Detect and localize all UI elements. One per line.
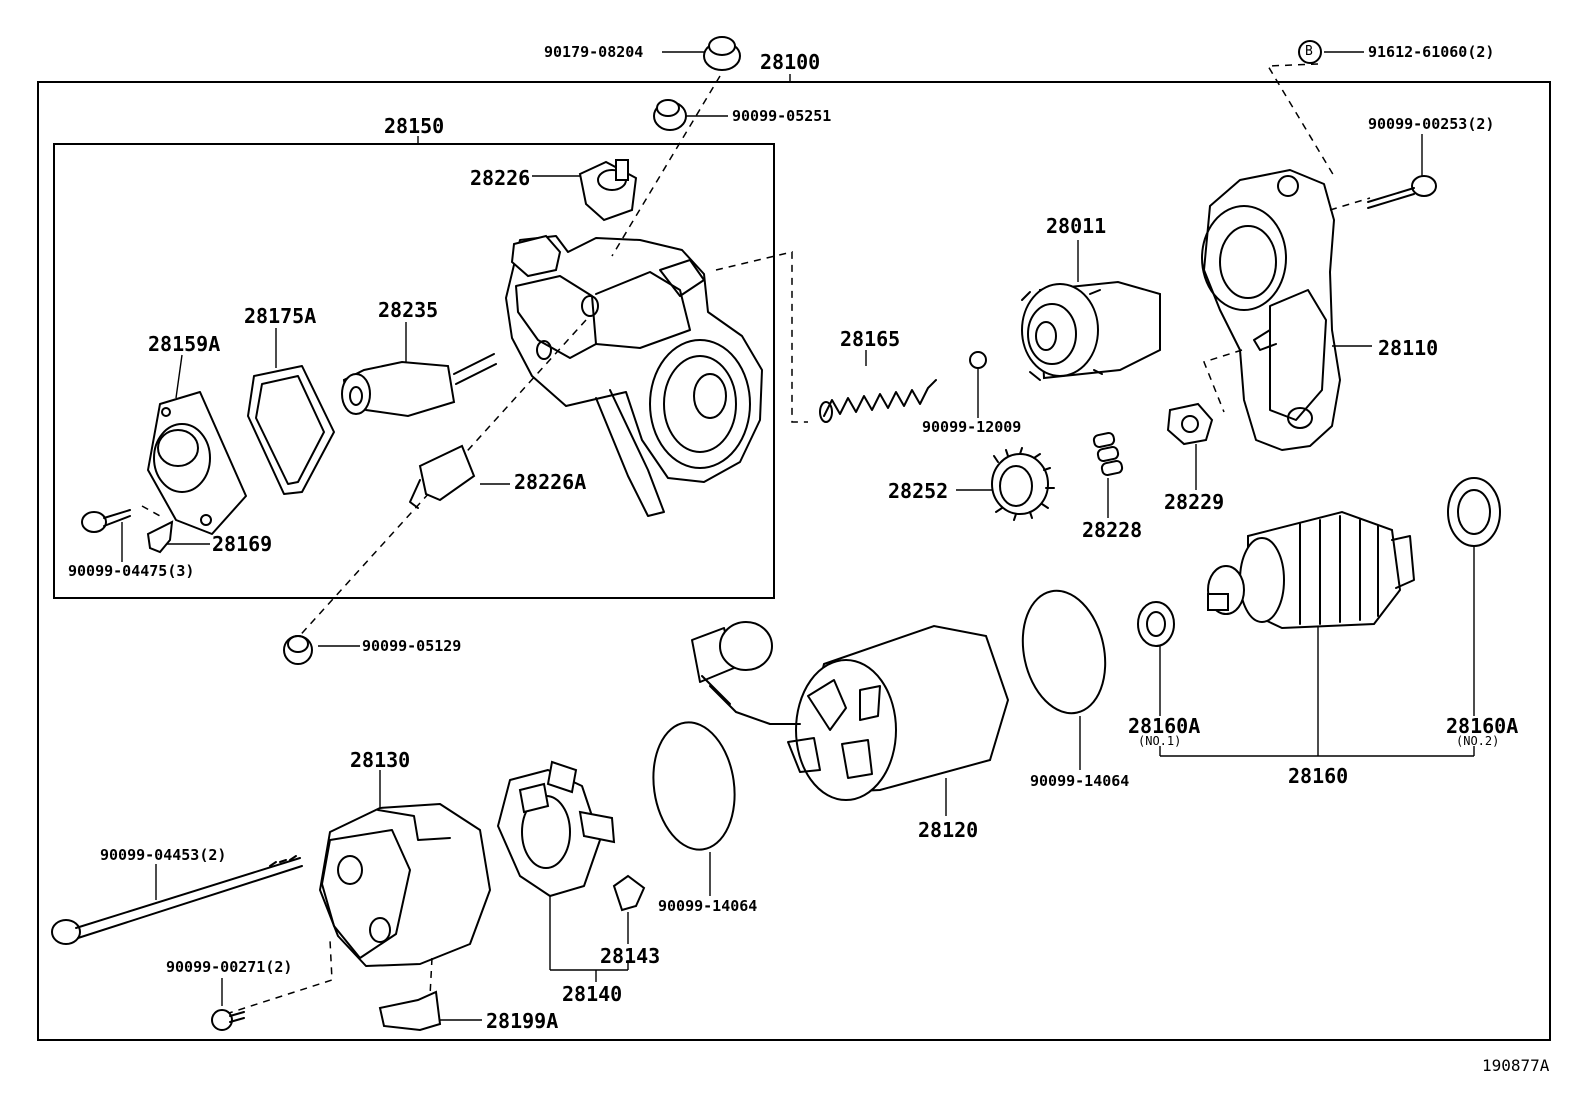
nut-90099-05251 bbox=[653, 99, 687, 131]
brush-holder-28140 bbox=[497, 760, 616, 897]
rollers-28228 bbox=[1092, 431, 1124, 477]
part-label-28235: 28235 bbox=[378, 298, 439, 322]
terminal-28226a bbox=[409, 444, 476, 509]
part-label-28160: 28160 bbox=[1288, 764, 1349, 788]
o-ring-90099-14064-right bbox=[1021, 589, 1107, 715]
part-label-28160a-no1: 28160A bbox=[1128, 714, 1201, 738]
bolt-90099-00253 bbox=[1367, 175, 1437, 209]
part-label-91612-61060: 91612-61060(2) bbox=[1368, 43, 1495, 61]
part-label-28165: 28165 bbox=[840, 327, 901, 351]
callout-b-label: B bbox=[1305, 44, 1313, 59]
gasket-28175a bbox=[247, 365, 335, 495]
part-label-28160a-no2: 28160A bbox=[1446, 714, 1519, 738]
leader-lines bbox=[121, 51, 1475, 1021]
part-label-28130: 28130 bbox=[350, 748, 411, 772]
part-label-28159a: 28159A bbox=[148, 332, 221, 356]
part-label-90099-04453: 90099-04453(2) bbox=[100, 846, 227, 864]
part-label-90099-05129: 90099-05129 bbox=[362, 637, 462, 655]
callout-b-circle bbox=[1298, 40, 1322, 64]
part-label-28226: 28226 bbox=[470, 166, 531, 190]
part-label-90099-05251: 90099-05251 bbox=[732, 107, 832, 125]
yoke-28120 bbox=[691, 621, 1010, 801]
insulator-28199a bbox=[378, 990, 442, 1032]
screw-90099-00271 bbox=[211, 1009, 245, 1031]
part-label-28228: 28228 bbox=[1082, 518, 1143, 542]
part-label-28150: 28150 bbox=[384, 114, 445, 138]
clip-28169 bbox=[146, 520, 174, 554]
nut-90099-05129 bbox=[283, 635, 313, 665]
part-label-90179-08204: 90179-08204 bbox=[544, 43, 644, 61]
part-label-90099-00253: 90099-00253(2) bbox=[1368, 115, 1495, 133]
ball-90099-12009 bbox=[969, 351, 987, 369]
housing-28110 bbox=[1201, 169, 1341, 451]
assembly-guide-lines bbox=[141, 63, 1371, 1015]
spring-28165 bbox=[819, 379, 937, 423]
clutch-28011 bbox=[1021, 280, 1161, 381]
part-label-28011: 28011 bbox=[1046, 214, 1107, 238]
part-label-28252: 28252 bbox=[888, 479, 949, 503]
armature-28160 bbox=[1207, 510, 1415, 630]
retainer-28229 bbox=[1166, 402, 1214, 446]
part-label-28110: 28110 bbox=[1378, 336, 1439, 360]
spring-28143 bbox=[612, 874, 646, 912]
magnetic-switch-housing bbox=[505, 234, 763, 517]
part-label-90099-14064-right: 90099-14064 bbox=[1030, 772, 1130, 790]
part-note-28160a-no1: (NO.1) bbox=[1138, 734, 1182, 748]
bearing-28160a-no1 bbox=[1137, 601, 1175, 647]
end-frame-28130 bbox=[319, 803, 491, 967]
cap-nut-90179-08204 bbox=[703, 36, 741, 71]
part-note-28160a-no2: (NO.2) bbox=[1456, 734, 1500, 748]
plunger-28235 bbox=[341, 353, 497, 418]
cover-28159a bbox=[147, 391, 247, 535]
figure-code: 190877A bbox=[1482, 1056, 1550, 1075]
part-label-28199a: 28199A bbox=[486, 1009, 559, 1033]
assembly-frame bbox=[37, 81, 1551, 1041]
part-label-28175a: 28175A bbox=[244, 304, 317, 328]
bearing-28160a-no2 bbox=[1447, 477, 1501, 547]
part-label-90099-12009: 90099-12009 bbox=[922, 418, 1022, 436]
o-ring-90099-14064-left bbox=[652, 721, 736, 851]
part-label-28226a: 28226A bbox=[514, 470, 587, 494]
through-bolt-90099-04453 bbox=[51, 855, 303, 945]
terminal-bolt-28226 bbox=[578, 159, 638, 222]
part-label-28229: 28229 bbox=[1164, 490, 1225, 514]
part-label-28120: 28120 bbox=[918, 818, 979, 842]
part-label-28169: 28169 bbox=[212, 532, 273, 556]
part-label-90099-14064-left: 90099-14064 bbox=[658, 897, 758, 915]
part-label-90099-04475: 90099-04475(3) bbox=[68, 562, 195, 580]
gear-28252 bbox=[991, 447, 1055, 521]
subassembly-frame bbox=[53, 143, 775, 599]
part-label-28100: 28100 bbox=[760, 50, 821, 74]
part-label-28140: 28140 bbox=[562, 982, 623, 1006]
part-label-28143: 28143 bbox=[600, 944, 661, 968]
part-label-90099-00271: 90099-00271(2) bbox=[166, 958, 293, 976]
screw-90099-04475 bbox=[81, 509, 131, 533]
